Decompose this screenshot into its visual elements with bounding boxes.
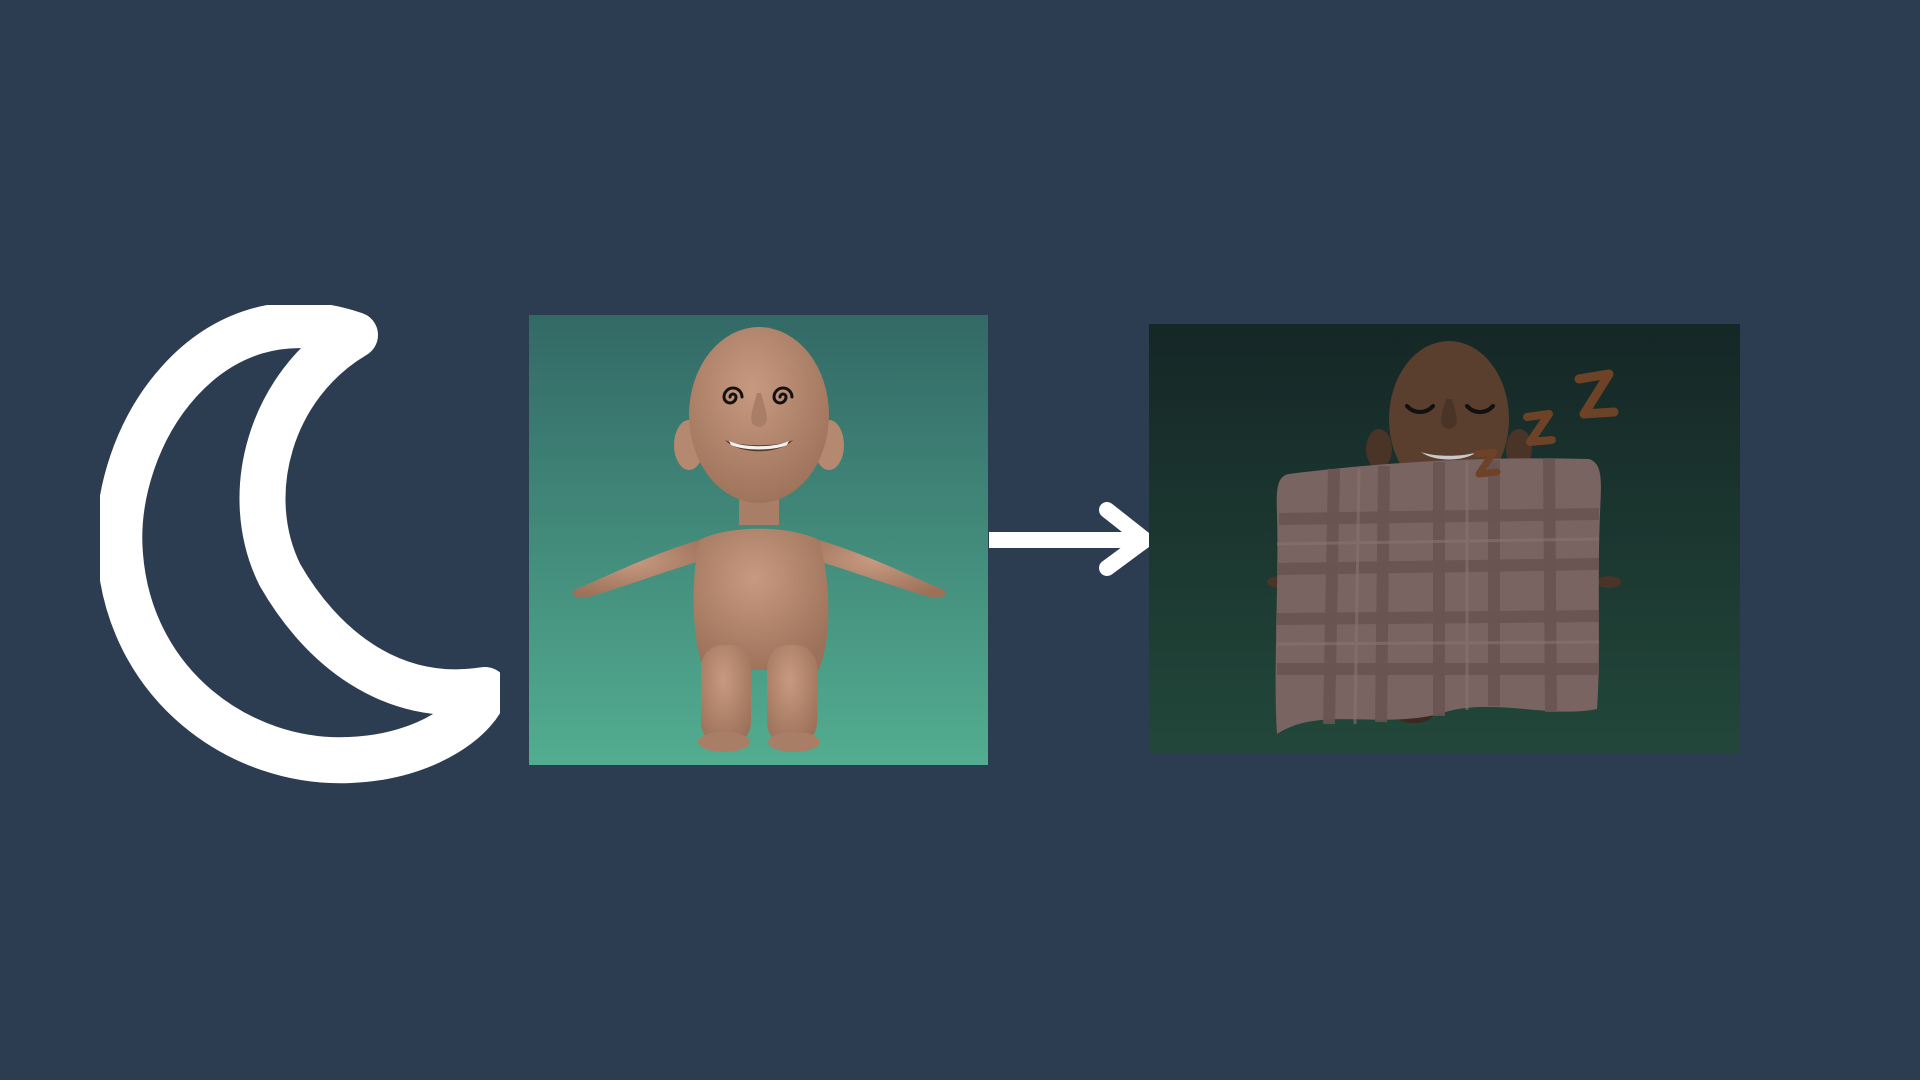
character-awake-panel <box>529 315 988 765</box>
crescent-moon-icon <box>100 305 500 785</box>
character-asleep-panel <box>1149 324 1740 754</box>
right-arrow-icon <box>985 502 1155 578</box>
zzz-icon <box>1473 369 1619 478</box>
character-awake <box>572 327 946 752</box>
blanket <box>1275 458 1601 734</box>
